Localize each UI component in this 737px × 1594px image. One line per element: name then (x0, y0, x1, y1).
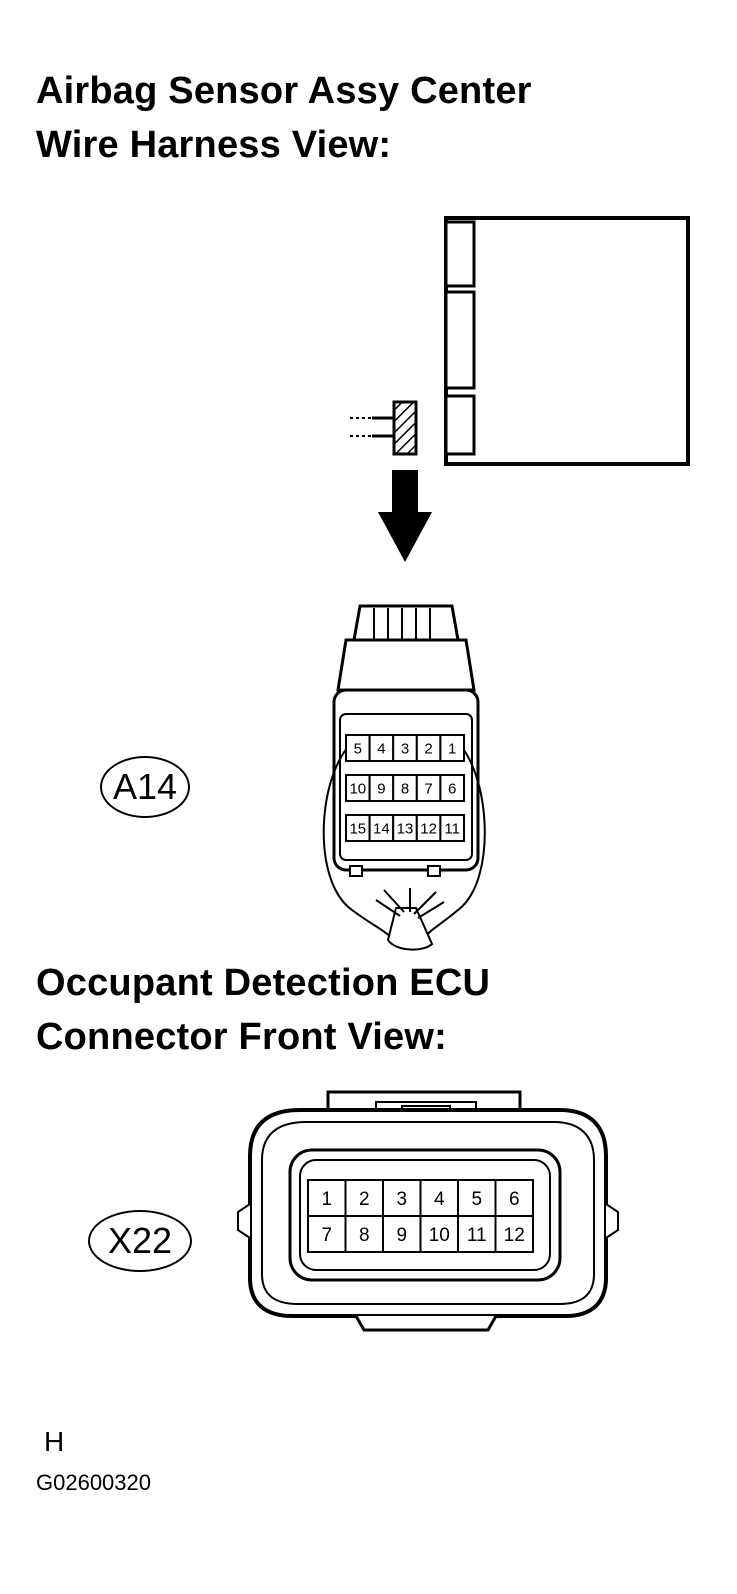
a14-pin-number: 9 (377, 780, 385, 797)
x22-pin-cell (344, 1215, 384, 1253)
x22-pin-number: 3 (396, 1189, 407, 1210)
footer-mark: H (44, 1426, 65, 1457)
a14-pin-number: 15 (349, 820, 366, 837)
a14-pin-number: 4 (377, 740, 385, 757)
a14-pin-number: 5 (354, 740, 362, 757)
a14-pin-number: 12 (420, 820, 437, 837)
x22-pin-cell (494, 1179, 534, 1217)
connector-a14-label: A14 (100, 756, 190, 818)
a14-pin-number: 8 (401, 780, 409, 797)
x22-pin-number: 8 (359, 1225, 370, 1246)
x22-pin-number: 12 (504, 1225, 525, 1246)
connector-location-marker (350, 400, 418, 456)
a14-pin-cell (439, 734, 465, 762)
x22-pin-number: 6 (509, 1189, 520, 1210)
connector-x22-label: X22 (88, 1210, 192, 1272)
a14-pin-cell (439, 774, 465, 802)
x22-pin-cell (457, 1215, 497, 1253)
x22-pin-number: 11 (467, 1225, 487, 1246)
airbag-sensor-assy-illustration (444, 216, 690, 466)
a14-pin-cell (439, 814, 465, 842)
x22-pin-number: 7 (321, 1225, 332, 1246)
figure-code: G02600320 (36, 1470, 151, 1495)
x22-pin-cell (419, 1215, 459, 1253)
down-arrow-icon (378, 470, 432, 562)
a14-pin-number: 1 (448, 740, 456, 757)
x22-pin-number: 1 (321, 1189, 332, 1210)
bottom-title: Occupant Detection ECU Connector Front V… (36, 956, 490, 1064)
a14-pin-number: 3 (401, 740, 409, 757)
x22-pin-number: 2 (359, 1189, 370, 1210)
a14-pin-number: 10 (349, 780, 366, 797)
bottom-title-line-1: Occupant Detection ECU (36, 962, 491, 1004)
top-title-line-2: Wire Harness View: (36, 124, 392, 166)
x22-pin-number: 4 (434, 1189, 445, 1210)
x22-pin-number: 10 (429, 1225, 450, 1246)
top-title-line-1: Airbag Sensor Assy Center (36, 70, 532, 112)
x22-pin-number: 5 (471, 1189, 482, 1210)
a14-pin-number: 7 (424, 780, 432, 797)
top-title: Airbag Sensor Assy Center Wire Harness V… (36, 64, 532, 172)
x22-pin-cell (382, 1179, 422, 1217)
x22-pin-number: 9 (396, 1225, 407, 1246)
x22-pin-cell (494, 1215, 534, 1253)
a14-pin-number: 13 (397, 820, 414, 837)
bottom-title-line-2: Connector Front View: (36, 1016, 447, 1058)
a14-pin-number: 6 (448, 780, 456, 797)
a14-pin-number: 11 (444, 820, 460, 837)
a14-pin-number: 2 (424, 740, 432, 757)
a14-pin-number: 14 (373, 820, 390, 837)
